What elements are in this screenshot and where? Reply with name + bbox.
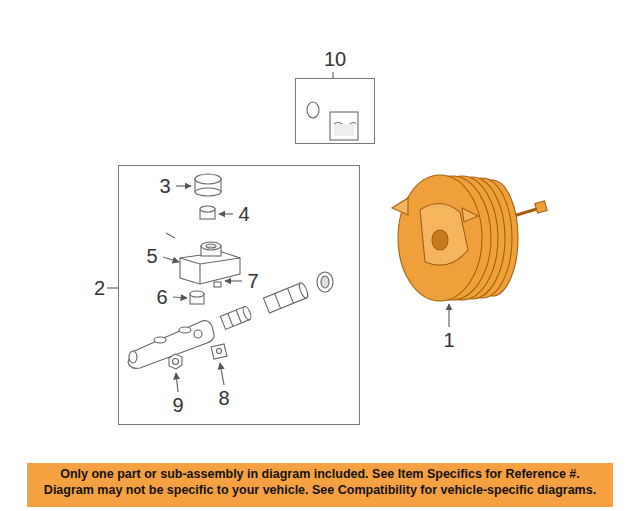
callout-number: 6 [156,287,167,307]
brake-booster [392,175,547,301]
box10-contents [307,102,358,140]
callout-number: 1 [443,330,454,350]
callout-number: 8 [218,388,229,408]
part-box: 10 [295,78,375,144]
notice-banner: Only one part or sub-assembly in diagram… [27,463,613,507]
callout-number: 3 [159,176,170,196]
callout-number: 9 [172,395,183,415]
callout-number: 7 [247,271,258,291]
master-cylinder-parts [128,174,333,369]
callout-number: 2 [94,278,105,298]
callout-number: 4 [238,204,249,224]
notice-text: Only one part or sub-assembly in diagram… [27,463,613,502]
callout-number: 5 [146,246,157,266]
callout-number: 10 [324,49,346,69]
